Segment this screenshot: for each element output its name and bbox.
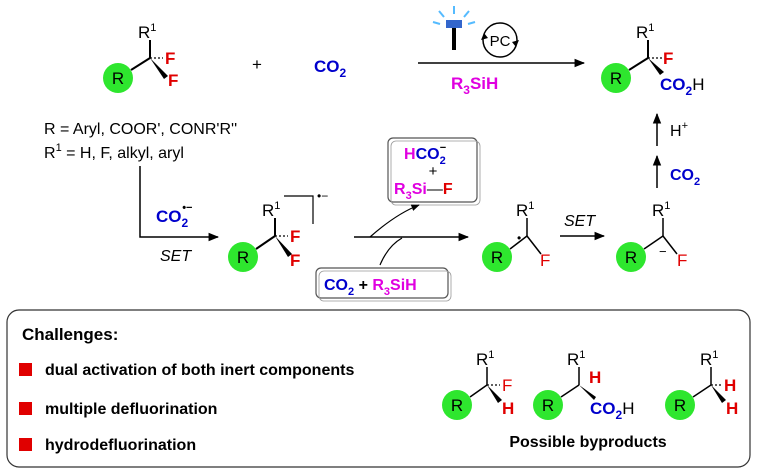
atom-h-bottom: H xyxy=(726,399,738,418)
radical-anion-intermediate: R R1 F F •− xyxy=(228,189,328,272)
silyl-fluoride: R3Si—F xyxy=(394,181,453,202)
atom-r: R xyxy=(112,69,124,88)
byproduct-double-defluorination-acid: R R1 H CO2H xyxy=(533,349,634,422)
radical-dot: • xyxy=(517,231,521,245)
product: R R1 F CO2H xyxy=(601,22,704,98)
atom-f: F xyxy=(677,251,687,270)
bond xyxy=(662,235,678,255)
co2-reagent: CO2 xyxy=(314,57,347,80)
bullet-2 xyxy=(19,402,32,415)
set-label-1: SET xyxy=(160,248,192,265)
benzylic-radical: R R1 • F xyxy=(482,200,550,272)
catalyst-label: PC xyxy=(490,33,511,50)
scope-r-definition: R = Aryl, COOR', CONR'R'' xyxy=(44,121,237,138)
wedge-bond xyxy=(579,385,596,400)
atom-r: R xyxy=(542,396,554,415)
starting-material: R R1 F F xyxy=(103,22,178,93)
ring-r xyxy=(616,242,646,272)
atom-f: F xyxy=(502,376,512,395)
set-label-2: SET xyxy=(564,213,596,230)
wedge-bond xyxy=(711,385,726,403)
atom-h: H xyxy=(502,399,514,418)
atom-r1: R1 xyxy=(476,349,494,369)
atom-f: F xyxy=(663,49,673,68)
curved-arrow-in xyxy=(379,237,403,266)
bullet-1 xyxy=(19,363,32,376)
bond xyxy=(469,384,488,398)
formate: HCO2− xyxy=(404,142,446,167)
atom-r1: R1 xyxy=(636,22,654,42)
atom-f-top: F xyxy=(165,49,175,68)
atom-h-top: H xyxy=(724,376,736,395)
atom-r1: R1 xyxy=(700,349,718,369)
atom-r: R xyxy=(674,396,686,415)
scope-r1-definition: R1 = H, F, alkyl, aryl xyxy=(44,142,184,162)
atom-r: R xyxy=(451,396,463,415)
wedge-bond xyxy=(487,385,502,403)
atom-f-bottom: F xyxy=(290,251,300,270)
atom-f: F xyxy=(540,251,550,270)
carboxyl-group: CO2H xyxy=(660,75,704,98)
co2-radical-anion: CO2•− xyxy=(156,202,192,230)
challenge-item-1: dual activation of both inert components xyxy=(45,362,354,379)
curved-arrow-out xyxy=(369,204,420,238)
atom-r1: R1 xyxy=(138,22,156,42)
bond xyxy=(692,384,712,398)
bullet-3 xyxy=(19,438,32,451)
bond xyxy=(130,57,151,71)
reagent-box: CO2 + R3SiH xyxy=(315,267,452,302)
silane-reagent: R3SiH xyxy=(451,74,498,97)
wedge-bond xyxy=(150,58,168,79)
bond xyxy=(628,57,649,71)
challenges-title: Challenges: xyxy=(22,325,118,344)
ring-r xyxy=(228,242,258,272)
anion-charge: − xyxy=(659,244,667,259)
atom-r: R xyxy=(491,248,503,267)
ring-r xyxy=(482,242,512,272)
bond xyxy=(643,235,664,250)
co2-step: CO2 xyxy=(670,167,700,188)
atom-h: H xyxy=(589,368,601,387)
wedge-bond xyxy=(275,236,292,257)
challenges-panel xyxy=(6,309,751,468)
atom-r: R xyxy=(610,69,622,88)
catalytic-cycle-icon: PC xyxy=(481,22,519,58)
challenge-item-3: hydrodefluorination xyxy=(45,437,196,454)
ring-r xyxy=(533,390,563,420)
atom-f-bottom: F xyxy=(168,71,178,90)
bracket-charge: •− xyxy=(317,189,328,203)
atom-r: R xyxy=(237,248,249,267)
ring-r xyxy=(103,63,133,93)
byproduct-hydrodefluorination: R R1 F H xyxy=(442,349,514,420)
atom-r1: R1 xyxy=(567,349,585,369)
wedge-bond xyxy=(648,58,664,75)
carboxyl-group: CO2H xyxy=(590,399,634,422)
challenge-item-2: multiple defluorination xyxy=(45,401,217,418)
atom-r1: R1 xyxy=(652,200,670,220)
reagents-co2-silane: CO2 + R3SiH xyxy=(324,277,417,298)
byproduct-full-hydrodefluorination: R R1 H H xyxy=(665,349,738,420)
bracket xyxy=(284,195,314,224)
set-arrow-1 xyxy=(139,166,220,242)
ring-r xyxy=(665,390,695,420)
light-bulb-icon xyxy=(432,6,476,50)
bond xyxy=(526,235,542,255)
fluoride-byproduct-box: HCO2− + R3Si—F xyxy=(387,137,481,206)
proton: H+ xyxy=(670,120,688,140)
bond xyxy=(509,235,528,250)
atom-f-top: F xyxy=(290,227,300,246)
bond xyxy=(560,384,580,398)
ring-r xyxy=(601,63,631,93)
box-plus: + xyxy=(429,163,438,180)
bond xyxy=(255,235,276,250)
atom-r: R xyxy=(625,248,637,267)
atom-r1: R1 xyxy=(516,200,534,220)
plus-sign: + xyxy=(252,55,262,74)
byproducts-caption: Possible byproducts xyxy=(509,434,666,451)
ring-r xyxy=(442,390,472,420)
carbanion: R R1 − F xyxy=(616,200,687,272)
atom-r1: R1 xyxy=(262,200,280,220)
